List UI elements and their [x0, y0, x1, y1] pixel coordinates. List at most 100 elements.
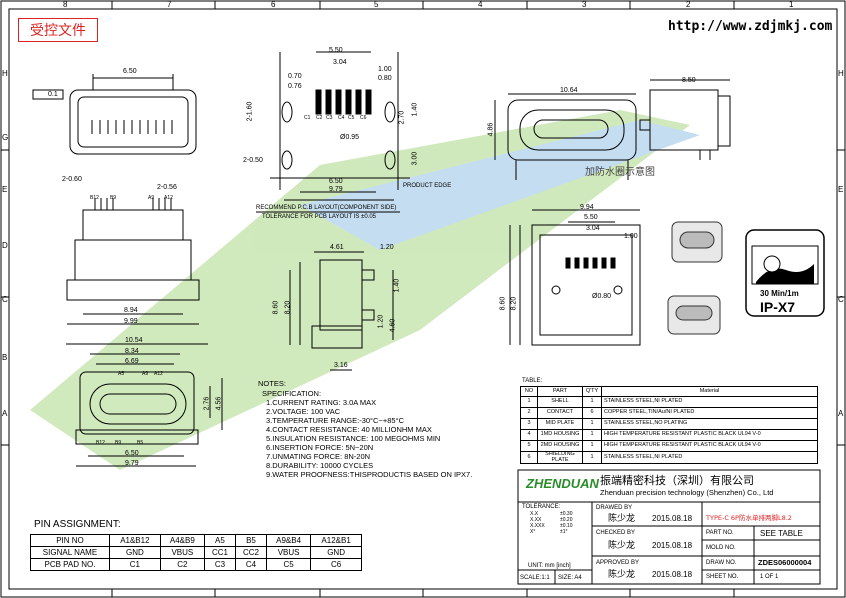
grid-row-b: B [2, 353, 8, 362]
pcb-dim-979: 9.79 [329, 186, 343, 193]
pcb-layout-title: RECOMMEND P.C.B LAYOUT(COMPONENT SIDE) [256, 205, 397, 211]
pin-pitch-dim-left: 2-0.60 [62, 176, 82, 183]
pin-header: A12&B1 [310, 534, 362, 547]
bom-cell: SHELL [537, 396, 583, 408]
pcb-pad-c2: C2 [316, 115, 323, 121]
tolerance-xxx: X.XX [530, 517, 542, 523]
pin-cell: C3 [203, 558, 236, 571]
bom-cell: STAINLESS STEEL,NI PLATED [601, 396, 818, 408]
iso-dim-486: 4.86 [487, 122, 495, 137]
top-view [509, 209, 641, 346]
tolerance-xxxx: X.XXX [530, 523, 545, 529]
table-row: PCB PAD NO. C1 C2 C3 C4 C5 C6 [30, 558, 362, 571]
pin-cell: PCB PAD NO. [30, 558, 110, 571]
bom-cell: 2MD HOUSING [537, 440, 583, 452]
part-name: TYPE-C 6P防水单排两脚L8.2 [706, 514, 792, 522]
bottom-dim-834: 8.34 [125, 348, 139, 355]
company-name-en: Zhenduan precision technology (Shenzhen)… [600, 488, 774, 497]
bom-cell: 1 [582, 418, 602, 430]
note-3: 3.TEMPERATURE RANGE:-30°C~+85°C [266, 416, 404, 425]
grid-col-8: 8 [63, 0, 68, 9]
side-dim-120-top: 1.20 [380, 244, 394, 251]
pcb-dim-2-160: 2-1.60 [246, 101, 254, 122]
bom-header-row: NO PART Q'TY Material [520, 386, 818, 397]
pcb-dim-304: 3.04 [333, 59, 347, 66]
pin-label-a9-bottom: A9 [142, 371, 149, 377]
note-1: 1.CURRENT RATING: 3.0A MAX [266, 398, 377, 407]
grid-row-c: C [2, 295, 8, 304]
front-body-dim: 8.94 [124, 307, 138, 314]
pin-header: PIN NO [30, 534, 110, 547]
title-block [517, 469, 821, 585]
tolerance-angle: X° [530, 529, 536, 535]
pcb-pad-c5: C5 [348, 115, 355, 121]
product-edge-label: PRODUCT EDGE [403, 183, 452, 189]
pin-assignment-title: PIN ASSIGNMENT: [34, 519, 121, 530]
pin-header: A1&B12 [109, 534, 161, 547]
note-6: 6.INSERTION FORCE: 5N~20N [266, 443, 374, 452]
grid-col-1: 1 [789, 0, 794, 9]
table-row: SIGNAL NAME GND VBUS CC1 CC2 VBUS GND [30, 546, 362, 559]
bom-cell: 4 [520, 429, 538, 441]
checked-by-name: 陈少龙 [608, 541, 636, 551]
bom-cell: STAINLESS STEEL,NI PLATED [601, 451, 818, 464]
pin-pitch-dim-right: 2-0.56 [157, 184, 177, 191]
top-dim-820: 8.20 [510, 296, 518, 311]
pcb-dim-270: 2.70 [398, 110, 406, 125]
website-url[interactable]: http://www.zdjmkj.com [668, 19, 833, 34]
grid-row-e: E [2, 185, 8, 194]
part-no-value: SEE TABLE [760, 529, 803, 538]
pcb-dim-100: 1.00 [378, 66, 392, 73]
pin-assignment-table: PIN NO A1&B12 A4&B9 A5 B5 A9&B4 A12&B1 S… [30, 534, 362, 571]
bom-header-qty: Q'TY [582, 386, 602, 397]
grid-col-2: 2 [686, 0, 691, 9]
bom-cell: 1 [582, 451, 602, 464]
bom-cell: MID PLATE [537, 418, 583, 430]
bom-cell: 5 [520, 440, 538, 452]
bom-header-no: NO [520, 386, 538, 397]
pin-label-a5: A5 [118, 371, 125, 377]
pcb-dim-650: 6.50 [329, 178, 343, 185]
note-8: 8.DURABILITY: 10000 CYCLES [266, 461, 374, 470]
tolerance-angle-val: ±1° [560, 529, 568, 535]
bom-label: TABLE: [522, 378, 543, 384]
pin-cell: VBUS [159, 546, 205, 559]
scale-label: SCALE:1:1 [520, 575, 550, 581]
side-dim-461: 4.61 [330, 244, 344, 251]
pin-header: A5 [203, 534, 236, 547]
top-dim-304: 3.04 [586, 225, 600, 232]
bom-cell: COPPER STEEL,TIN/Au/NI PLATED [601, 407, 818, 419]
side-dim-120-mid: 1.20 [377, 314, 385, 329]
tolerance-xx: X.X [530, 511, 539, 517]
bom-cell: 1 [582, 440, 602, 452]
iso-dim-850: 8.50 [682, 77, 696, 84]
top-dim-100: 1.00 [624, 233, 638, 240]
pin-header: A9&B4 [266, 534, 312, 547]
bom-cell: STAINLESS STEEL,NO PLATING [601, 418, 818, 430]
pin-cell: GND [310, 546, 362, 559]
pin-label-b12-bottom: B12 [96, 440, 105, 446]
tolerance-xx-val: ±0.30 [560, 511, 573, 517]
pcb-dim-2-050: 2-0.50 [243, 157, 263, 164]
grid-col-3: 3 [582, 0, 587, 9]
bom-header-material: Material [601, 386, 818, 397]
bom-cell: 2 [520, 407, 538, 419]
tolerance-xxx-val: ±0.20 [560, 517, 573, 523]
waterproof-ring-caption: 加防水圈示意图 [585, 167, 655, 178]
grid-row-c-right: C [838, 295, 844, 304]
notes-title: NOTES: [258, 379, 286, 388]
note-2: 2.VOLTAGE: 100 VAC [266, 407, 341, 416]
tolerance-xxxx-val: ±0.10 [560, 523, 573, 529]
pcb-layout [256, 51, 410, 213]
approved-by-name: 陈少龙 [608, 570, 636, 580]
connector-render [667, 221, 723, 335]
grid-col-5: 5 [374, 0, 379, 9]
grid-col-4: 4 [478, 0, 483, 9]
pcb-pad-c6: C6 [360, 115, 367, 121]
grid-row-a-right: A [838, 409, 844, 418]
unit-label: UNIT: mm [inch] [528, 563, 571, 569]
top-dim-550: 5.50 [584, 214, 598, 221]
